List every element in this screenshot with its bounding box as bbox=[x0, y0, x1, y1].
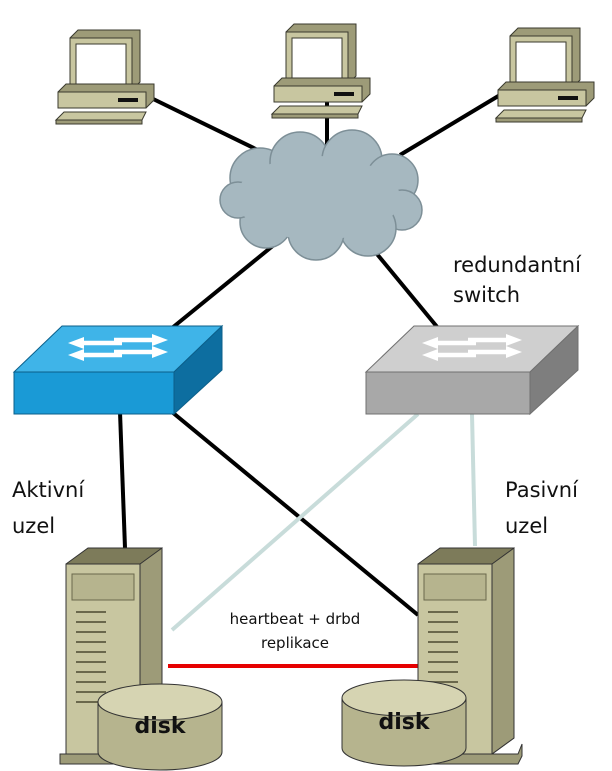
heartbeat-label-line2: replikace bbox=[260, 634, 329, 652]
redundant-switch-label-line1: redundantní bbox=[453, 253, 581, 277]
link-passive-switch-active-node bbox=[170, 412, 420, 632]
redundant-switch-label: redundantní switch bbox=[453, 250, 581, 310]
active-node-label-line1: Aktivní bbox=[12, 478, 85, 502]
disk-icon bbox=[341, 679, 467, 767]
link-passive-switch-passive-node bbox=[470, 413, 477, 547]
cloud-icon bbox=[219, 129, 423, 261]
link-active-switch-passive-node bbox=[170, 410, 420, 617]
link-pc3-cloud bbox=[398, 90, 507, 157]
disk-icon bbox=[97, 683, 223, 771]
link-cloud-active-switch bbox=[170, 238, 282, 330]
disk-label-right: disk bbox=[378, 710, 430, 735]
heartbeat-label-line1: heartbeat + drbd bbox=[229, 610, 361, 628]
heartbeat-label: heartbeat + drbd replikace bbox=[200, 607, 390, 655]
passive-node-label-line1: Pasivní bbox=[505, 478, 578, 502]
passive-node-label: Pasivní uzel bbox=[505, 475, 578, 541]
active-node-label: Aktivní uzel bbox=[12, 475, 84, 541]
link-pc1-cloud bbox=[144, 93, 269, 157]
active-switch-icon bbox=[12, 324, 224, 416]
link-cloud-passive-switch bbox=[370, 246, 440, 330]
link-active-switch-active-node bbox=[118, 411, 127, 549]
computer-icon bbox=[55, 29, 155, 125]
passive-switch-icon bbox=[364, 324, 580, 416]
computer-icon bbox=[271, 23, 371, 119]
disk-label-left: disk bbox=[134, 714, 186, 739]
passive-node-label-line2: uzel bbox=[505, 514, 549, 538]
computer-icon bbox=[495, 27, 595, 123]
active-node-label-line2: uzel bbox=[12, 514, 56, 538]
redundant-switch-label-line2: switch bbox=[453, 283, 521, 307]
connection-lines bbox=[118, 90, 507, 668]
